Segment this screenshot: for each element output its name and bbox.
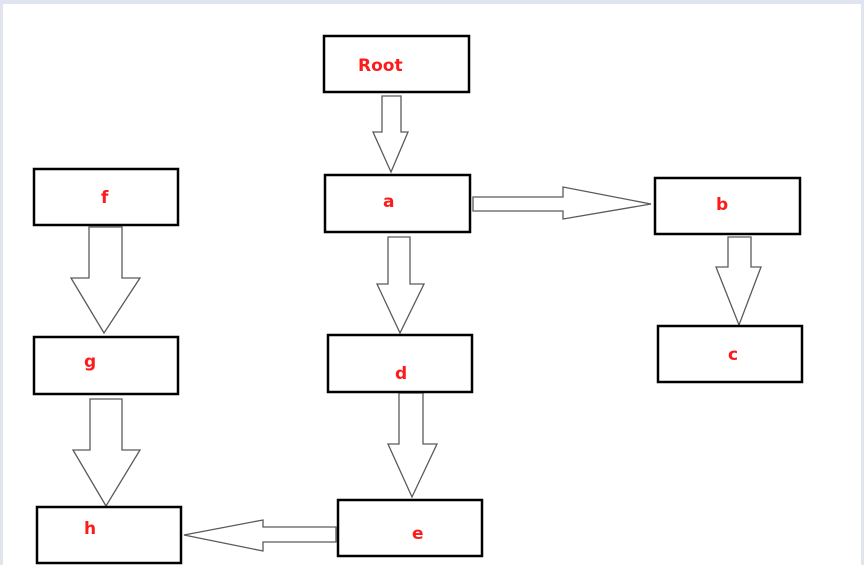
node-h-label: h — [84, 519, 96, 539]
node-a-label: a — [383, 192, 394, 212]
node-f-box — [32, 167, 180, 227]
node-f-label: f — [101, 188, 109, 208]
node-root-box — [322, 34, 471, 94]
arrow-a-to-d — [375, 236, 426, 335]
arrow-g-to-h — [71, 398, 142, 508]
node-c-box — [656, 324, 804, 384]
arrow-b-to-c — [715, 236, 762, 327]
node-root-label: Root — [358, 56, 403, 76]
node-e-box — [336, 498, 484, 558]
arrow-a-to-b — [472, 186, 652, 220]
arrow-root-to-a — [371, 95, 409, 174]
arrow-f-to-g — [69, 226, 142, 335]
arrow-d-to-e — [386, 392, 439, 499]
node-c-label: c — [728, 345, 738, 365]
node-a-box — [323, 173, 472, 234]
node-d-box — [326, 333, 474, 394]
node-d-label: d — [395, 364, 407, 384]
flow-diagram: Root a b c d e f g h — [32, 34, 804, 565]
node-b-box — [653, 176, 802, 236]
node-e-label: e — [412, 524, 424, 544]
node-b-label: b — [716, 195, 728, 215]
arrow-e-to-h — [183, 519, 337, 552]
node-g-box — [32, 335, 180, 396]
node-g-label: g — [84, 352, 96, 372]
node-h-box — [35, 505, 183, 565]
